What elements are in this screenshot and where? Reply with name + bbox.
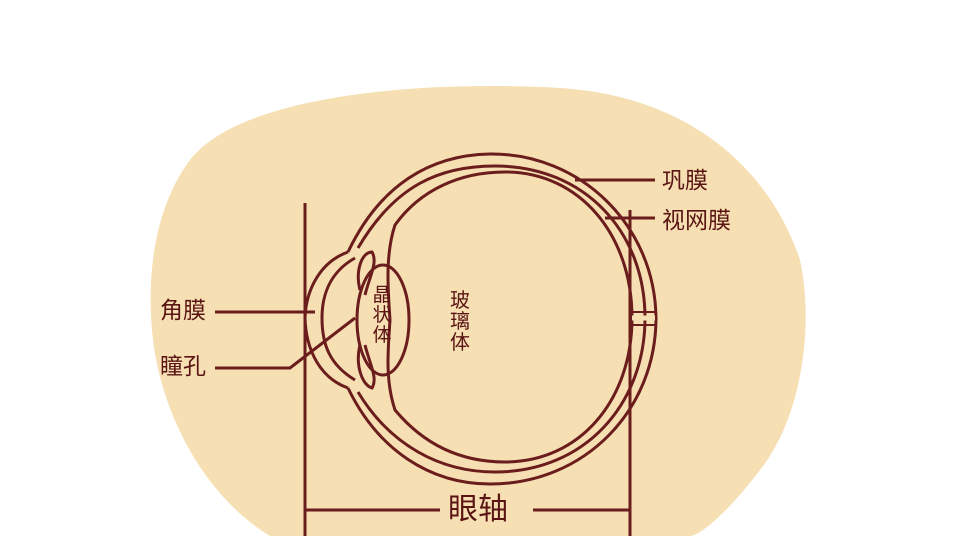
label-cornea: 角膜 (160, 298, 206, 324)
pupil-leader (215, 316, 356, 370)
background-blob (150, 86, 806, 536)
label-eye-axis: 眼轴 (448, 492, 508, 527)
label-lens: 晶状体 (372, 284, 392, 346)
iris-top (356, 250, 376, 296)
label-sclera: 巩膜 (662, 168, 708, 194)
label-vitreous: 玻璃体 (450, 288, 470, 354)
sclera-outer (346, 152, 658, 486)
label-retina: 视网膜 (662, 208, 731, 234)
retina (386, 170, 634, 464)
iris-bottom (356, 344, 376, 390)
label-pupil: 瞳孔 (160, 354, 206, 380)
cornea-inner (320, 256, 356, 382)
lens (355, 263, 411, 377)
